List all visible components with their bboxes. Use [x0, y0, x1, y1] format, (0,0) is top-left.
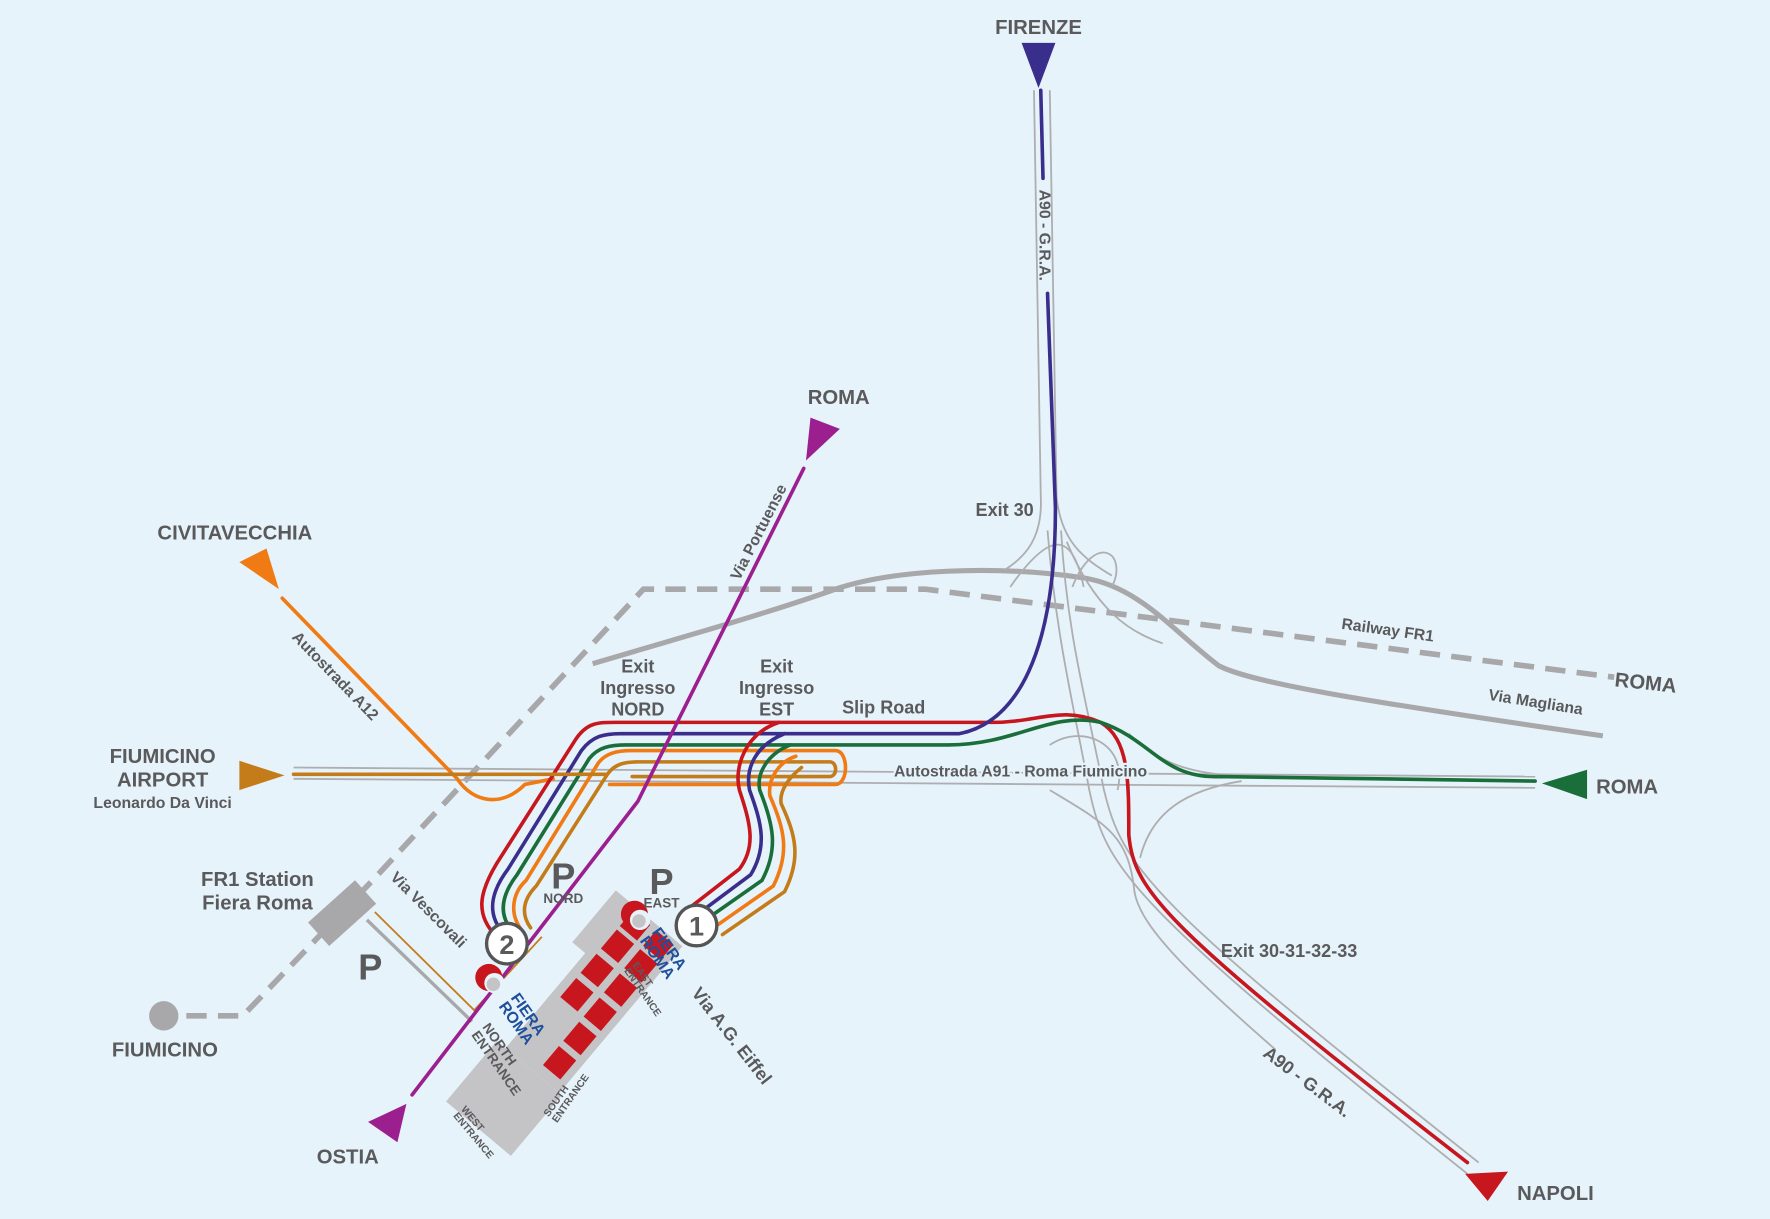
parking-nord-label: NORD — [543, 891, 583, 906]
fiumicino-airport-label-1: FIUMICINO — [110, 746, 216, 768]
ostia-label: OSTIA — [317, 1147, 379, 1169]
exit-nord-label-2: Ingresso — [600, 678, 675, 698]
autostrada-a91-label: Autostrada A91 - Roma Fiumicino — [894, 764, 1147, 781]
roma-north-arrow — [805, 417, 840, 461]
a90-north-label: A90 - G.R.A. — [1036, 190, 1053, 281]
route-brown — [291, 760, 838, 930]
fiera-roma-complex — [446, 890, 683, 1156]
exit-est-label-3: EST — [759, 700, 794, 720]
route-green — [501, 718, 1537, 935]
route-green-east — [703, 743, 792, 922]
route-orange-east — [711, 754, 798, 930]
fr1-station-building — [308, 880, 377, 947]
exit-30-label: Exit 30 — [976, 500, 1034, 520]
fr1-station-label-2: Fiera Roma — [202, 893, 313, 915]
via-portuense-route — [410, 466, 806, 1097]
parking-nord-symbol: P — [551, 855, 575, 896]
route-orange-loop — [511, 748, 848, 932]
exit-nord-label-1: Exit — [621, 657, 654, 677]
firenze-label: FIRENZE — [995, 17, 1082, 39]
via-vescovali-road — [365, 918, 474, 1023]
exit-30-33-label: Exit 30-31-32-33 — [1221, 941, 1357, 961]
exit-nord-label-3: NORD — [611, 700, 664, 720]
exit-est-label-1: Exit — [760, 657, 793, 677]
fiera-logo-mark-north — [475, 963, 505, 994]
route-red-east — [686, 720, 781, 911]
fiumicino-airport-label-2: AIRPORT — [117, 770, 209, 792]
fiumicino-label: FIUMICINO — [112, 1039, 218, 1061]
route-navy-north — [1038, 88, 1045, 181]
railway-fr1-line — [186, 586, 1615, 1019]
civitavecchia-arrow — [239, 548, 279, 590]
slip-road-label: Slip Road — [842, 697, 925, 717]
ostia-arrow — [368, 1103, 407, 1143]
napoli-arrow — [1465, 1171, 1509, 1201]
firenze-arrow — [1021, 42, 1056, 89]
fr1-station-label-1: FR1 Station — [201, 869, 314, 891]
napoli-label: NAPOLI — [1517, 1183, 1594, 1205]
parking-east-symbol: P — [649, 861, 673, 902]
fiumicino-airport-label-3: Leonardo Da Vinci — [93, 795, 231, 812]
civitavecchia-label: CIVITAVECCHIA — [157, 523, 312, 545]
route-navy — [490, 291, 1058, 937]
a12-route — [280, 596, 555, 802]
roma-east-label: ROMA — [1596, 776, 1658, 798]
parking-east-label: EAST — [643, 895, 680, 910]
roma-east-arrow — [1541, 769, 1588, 800]
route-brown-east — [720, 765, 804, 937]
marker-2-label: 2 — [499, 929, 514, 960]
marker-2[interactable]: 2 — [484, 921, 529, 966]
fiumicino-station-dot — [149, 1001, 179, 1031]
route-navy-east — [695, 731, 787, 917]
fiumicino-airport-arrow — [239, 760, 285, 791]
fiera-logo-mark-east — [620, 900, 651, 931]
marker-1[interactable]: 1 — [674, 903, 719, 948]
a91-motorway — [293, 766, 1536, 789]
roma-north-label: ROMA — [808, 387, 870, 409]
exit-est-label-2: Ingresso — [739, 678, 814, 698]
parking-fr1-symbol: P — [358, 947, 382, 988]
marker-1-label: 1 — [689, 911, 704, 942]
